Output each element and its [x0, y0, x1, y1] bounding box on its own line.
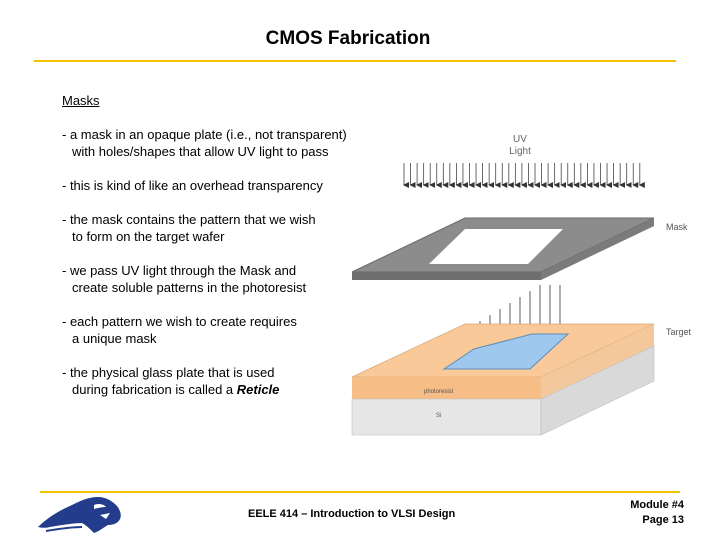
mask-side [541, 218, 654, 280]
bullet-5: - each pattern we wish to create require… [62, 314, 297, 346]
mask-opening [429, 229, 563, 264]
target-wafer [351, 323, 655, 436]
footer-page-info: Module #4 Page 13 [630, 498, 684, 528]
footer-course: EELE 414 – Introduction to VLSI Design [248, 508, 456, 520]
photoresist-front [352, 377, 541, 399]
uv-light-arrows [403, 163, 645, 188]
mask-plate [351, 217, 655, 280]
photolithography-diagram: UV Light Mask photoresist Si Target [351, 134, 692, 436]
bullet-3: - the mask contains the pattern that we … [62, 212, 316, 244]
si-front [351, 398, 542, 436]
target-label: Target [666, 327, 692, 337]
bobcat-logo-icon [38, 497, 121, 533]
footer-module: Module #4 [630, 499, 684, 511]
si-side [540, 345, 655, 436]
body-text: Masks - a mask in an opaque plate (i.e.,… [62, 92, 392, 415]
si-label: Si [436, 413, 441, 419]
uv-label-1: UV [513, 134, 527, 145]
section-heading: Masks [62, 93, 100, 108]
uv-label-2: Light [509, 146, 531, 157]
bullet-1: - a mask in an opaque plate (i.e., not t… [62, 127, 347, 159]
footer-divider [40, 491, 680, 493]
bullet-2: - this is kind of like an overhead trans… [62, 178, 323, 193]
mask-label: Mask [666, 222, 688, 232]
photoresist-side [541, 324, 654, 399]
photoresist-label: photoresist [424, 389, 454, 395]
title-divider [34, 60, 676, 62]
pattern-area [442, 333, 570, 370]
footer-page: Page 13 [642, 514, 684, 526]
slide-title: CMOS Fabrication [265, 28, 431, 49]
mask-front [352, 272, 541, 280]
